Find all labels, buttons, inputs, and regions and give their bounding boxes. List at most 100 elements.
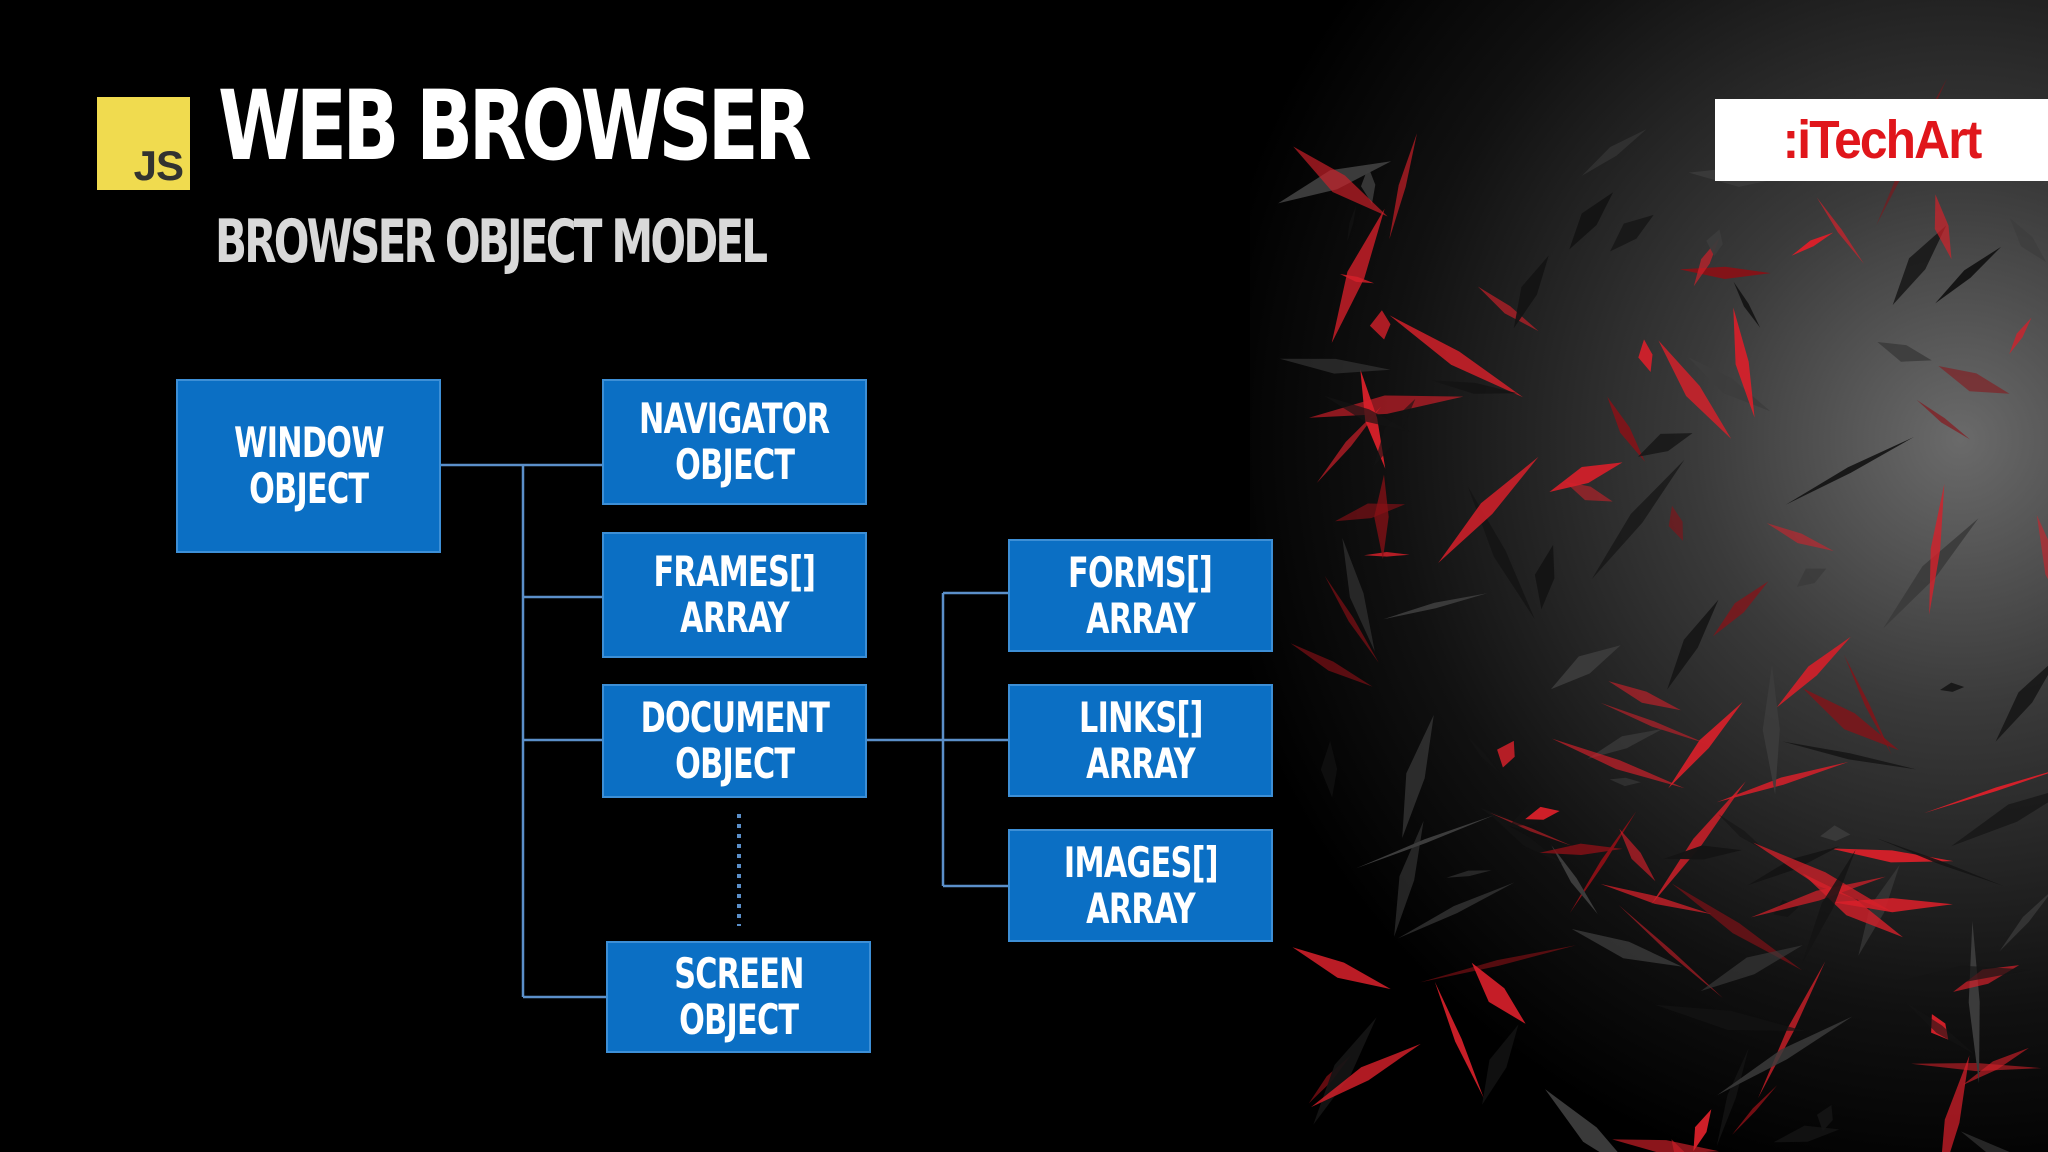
glass-shard	[1718, 814, 1767, 852]
glass-shard	[1438, 456, 1539, 563]
images-node-label-line2: ARRAY	[1086, 883, 1196, 933]
glass-shard	[1940, 682, 1965, 692]
glass-shard	[1802, 688, 1899, 751]
glass-shard	[1832, 898, 1953, 913]
window-node-label-line2: OBJECT	[248, 464, 369, 513]
images-node-label-line1: IMAGES[]	[1063, 837, 1219, 887]
glass-shard	[1482, 1024, 1519, 1105]
glass-shard	[1732, 1085, 1778, 1135]
glass-shard	[1608, 681, 1681, 711]
screen-node-label-line2: OBJECT	[678, 995, 799, 1044]
glass-shard	[1785, 437, 1914, 505]
glass-shard	[1712, 581, 1769, 637]
glass-shard	[2038, 178, 2048, 187]
glass-shard	[1776, 636, 1851, 708]
glass-shard	[1960, 1131, 2010, 1152]
glass-shard	[1431, 380, 1518, 394]
glass-shard	[1668, 702, 1743, 789]
document-object-node: DOCUMENT OBJECT	[602, 684, 867, 798]
glass-shard	[1564, 481, 1613, 502]
glass-shard	[1587, 728, 1663, 759]
glass-shard	[1539, 843, 1623, 855]
glass-shard	[1331, 208, 1385, 343]
glass-shard	[1324, 575, 1379, 663]
glass-shard	[1489, 812, 1573, 846]
js-logo-text: JS	[133, 142, 184, 189]
glass-shard	[1316, 406, 1382, 483]
glass-shard	[1923, 772, 2048, 814]
glass-shard	[1342, 537, 1375, 652]
glass-shard	[1618, 905, 1724, 999]
frames-node-label-line1: FRAMES[]	[653, 547, 816, 596]
glass-shard	[1638, 339, 1653, 372]
glass-shard	[1651, 781, 1746, 905]
glass-shard	[2036, 515, 2048, 580]
glass-shard	[1513, 255, 1549, 329]
glass-shard	[1612, 1139, 1719, 1152]
glass-shard	[1671, 883, 1802, 971]
glass-shard	[1550, 645, 1621, 690]
glass-shard	[1525, 806, 1560, 820]
glass-shard	[1389, 133, 1417, 240]
glass-shard	[1995, 665, 2048, 742]
glass-shard	[1471, 962, 1526, 1024]
glass-shard	[1753, 842, 1893, 912]
window-object-node: WINDOW OBJECT	[176, 379, 441, 553]
glass-shard	[1355, 814, 1495, 869]
glass-shard	[1766, 523, 1834, 551]
glass-shard	[1290, 643, 1373, 687]
glass-shard	[1293, 146, 1388, 217]
glass-shard	[1389, 315, 1523, 398]
glass-shard	[1497, 740, 1515, 768]
glass-shard	[1434, 981, 1484, 1098]
glass-shard	[1951, 793, 2048, 847]
frames-array-node: FRAMES[] ARRAY	[602, 532, 867, 658]
glass-shard	[1773, 1125, 1840, 1143]
glass-shard	[1716, 1047, 1749, 1147]
glass-shard	[1446, 870, 1492, 878]
glass-shard	[1782, 741, 1917, 770]
navigator-object-node: NAVIGATOR OBJECT	[602, 379, 867, 505]
glass-shard	[1929, 484, 1945, 615]
glass-shard	[1347, 205, 1357, 242]
document-node-label-line2: OBJECT	[674, 739, 795, 788]
glass-shard	[1609, 777, 1641, 787]
glass-shard	[1700, 945, 1803, 992]
glass-shard	[1667, 599, 1719, 690]
forms-node-label-line2: ARRAY	[1086, 593, 1196, 643]
glass-shard	[1706, 229, 1723, 257]
links-array-node: LINKS[] ARRAY	[1008, 684, 1273, 797]
glass-shard	[1663, 845, 1742, 860]
brand-logo-text: :iTechArt	[1782, 110, 1983, 170]
glass-shard	[1571, 929, 1682, 967]
page-title: WEB BROWSER	[218, 70, 812, 182]
glass-shard	[1383, 593, 1488, 620]
glass-shard	[1311, 1043, 1421, 1108]
glass-shard	[1394, 820, 1424, 937]
glass-shard	[1534, 544, 1555, 610]
glass-shard	[1817, 1105, 1833, 1132]
glass-shard	[1968, 921, 1980, 1084]
glass-shard	[1935, 246, 2002, 304]
glass-shard	[2010, 218, 2047, 263]
glass-shard	[1397, 882, 1515, 939]
glass-shard	[1877, 342, 1932, 362]
glass-shard	[1844, 654, 1892, 755]
glass-shard	[1791, 232, 1834, 256]
glass-shard	[1600, 884, 1712, 915]
glass-shard	[1938, 366, 2010, 394]
glass-shard	[1934, 194, 1952, 260]
page-subtitle: BROWSER OBJECT MODEL	[215, 207, 768, 277]
forms-array-node: FORMS[] ARRAY	[1008, 539, 1273, 652]
glass-shard	[1733, 281, 1761, 328]
glass-shard	[1693, 1109, 1712, 1152]
document-node-label-line1: DOCUMENT	[640, 693, 829, 742]
glass-shard	[1796, 568, 1827, 587]
glass-shard	[1551, 738, 1685, 789]
glass-shard	[1858, 864, 1900, 956]
glass-shard	[1619, 828, 1656, 882]
glass-shard	[1591, 459, 1685, 580]
glass-shard	[1876, 838, 2003, 886]
js-logo: JS	[97, 97, 190, 190]
screen-object-node: SCREEN OBJECT	[606, 941, 871, 1053]
